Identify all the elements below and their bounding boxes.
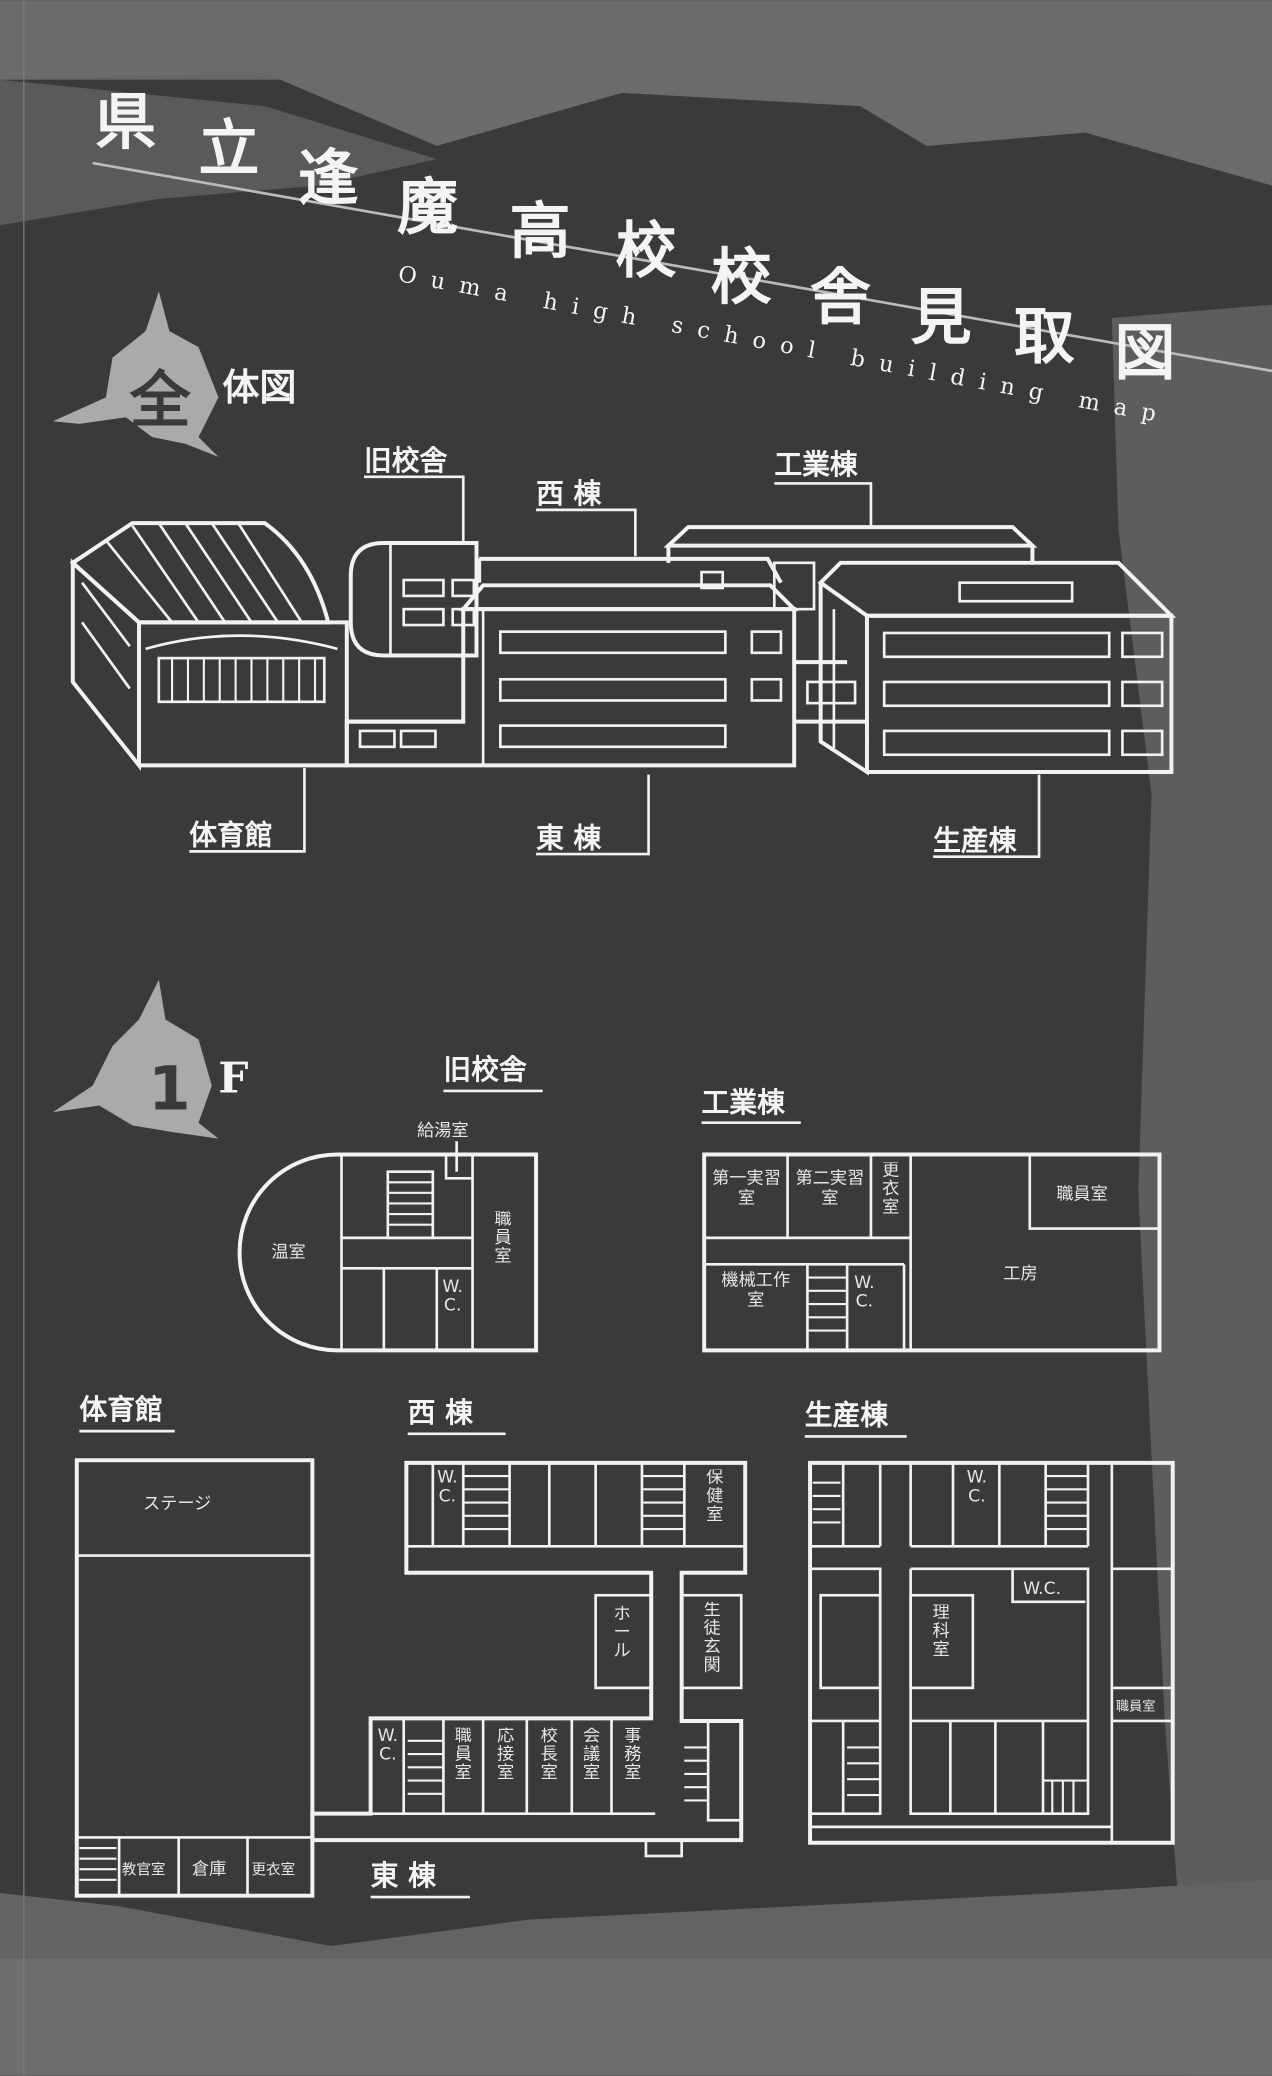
title-char: 取	[1014, 302, 1075, 373]
label-gym: 体育館	[189, 819, 272, 852]
title-rule	[92, 161, 1272, 373]
room-infirmary: 保健室	[706, 1469, 724, 1526]
title-char: 図	[1114, 318, 1175, 389]
room-greenhouse: 温室	[271, 1243, 305, 1263]
title-char: 舎	[810, 262, 871, 333]
floor1-heading: F	[218, 1052, 248, 1102]
room-staff: 職員室	[494, 1211, 512, 1267]
plan-gym	[74, 1458, 315, 1898]
plan-old-label: 旧校舎	[443, 1053, 527, 1086]
room-hall: ホール	[613, 1605, 631, 1662]
plan-east-label: 東 棟	[371, 1859, 436, 1892]
title-char: 魔	[397, 172, 458, 243]
room-wc-production: W.C.	[966, 1469, 988, 1507]
plan-west-east-wings	[310, 1460, 748, 1858]
floor1-badge: 1	[52, 979, 219, 1139]
plan-industry-label: 工業棟	[702, 1086, 786, 1119]
room-office: 事務室	[624, 1727, 642, 1784]
overview-leader-lines	[189, 475, 1041, 858]
room-staff-production: 職員室	[1116, 1697, 1156, 1714]
plan-gym-label: 体育館	[79, 1393, 162, 1426]
room-practice-1: 第一実習室	[712, 1169, 781, 1209]
room-wc-west: W.C.	[437, 1469, 458, 1507]
room-workshop: 工房	[1003, 1264, 1037, 1284]
overview-3d-drawing	[69, 521, 1177, 776]
plan-west-label: 西 棟	[408, 1396, 473, 1429]
label-production-wing: 生産棟	[933, 824, 1017, 857]
room-staff-industry: 職員室	[1056, 1184, 1108, 1204]
label-old-building: 旧校舎	[364, 444, 448, 477]
room-principal: 校長室	[540, 1727, 558, 1784]
label-west-wing: 西 棟	[536, 477, 601, 510]
title-char: 高	[510, 196, 571, 267]
title-char: 校	[711, 242, 772, 313]
room-storage: 倉庫	[192, 1860, 226, 1880]
room-meeting: 会議室	[583, 1727, 601, 1784]
overview-badge: 全	[52, 291, 219, 457]
room-locker-gym: 更衣室	[251, 1862, 295, 1879]
plan-production-wing	[808, 1460, 1175, 1845]
title-char: 立	[199, 114, 260, 185]
overview-badge-char: 全	[129, 365, 192, 436]
room-staff-east: 職員室	[454, 1727, 472, 1784]
room-student-entrance: 生徒玄関	[703, 1601, 721, 1676]
room-locker: 更衣室	[882, 1162, 900, 1219]
room-machine-shop: 機械工作室	[721, 1270, 791, 1311]
room-wc-east: W.C.	[377, 1727, 399, 1765]
label-east-wing: 東 棟	[536, 821, 601, 854]
room-reception: 応接室	[496, 1727, 515, 1784]
room-wc: W.C.	[442, 1278, 463, 1316]
room-instructor: 教官室	[122, 1862, 166, 1879]
room-science: 理科室	[932, 1604, 950, 1661]
plan-production-label: 生産棟	[805, 1398, 889, 1431]
room-stage: ステージ	[143, 1494, 211, 1514]
overview-heading: 体図	[222, 365, 296, 409]
room-practice-2: 第二実習室	[795, 1169, 865, 1209]
title-char: 逢	[298, 143, 359, 214]
title-char: 県	[95, 87, 156, 158]
plan-old-building	[237, 1152, 539, 1353]
floor1-badge-char: 1	[148, 1053, 190, 1124]
page-title: 県 立 逢 魔 高 校 校 舎 見 取 図	[95, 87, 1175, 388]
room-wc-production-2: W.C.	[1023, 1579, 1061, 1599]
label-industry-wing: 工業棟	[774, 448, 858, 481]
plan-industry-wing	[702, 1152, 1162, 1353]
room-wc-industry: W.C.	[854, 1274, 875, 1312]
title-char: 見	[911, 282, 972, 353]
room-kyutoshitsu: 給湯室	[417, 1121, 469, 1141]
title-char: 校	[615, 216, 676, 287]
